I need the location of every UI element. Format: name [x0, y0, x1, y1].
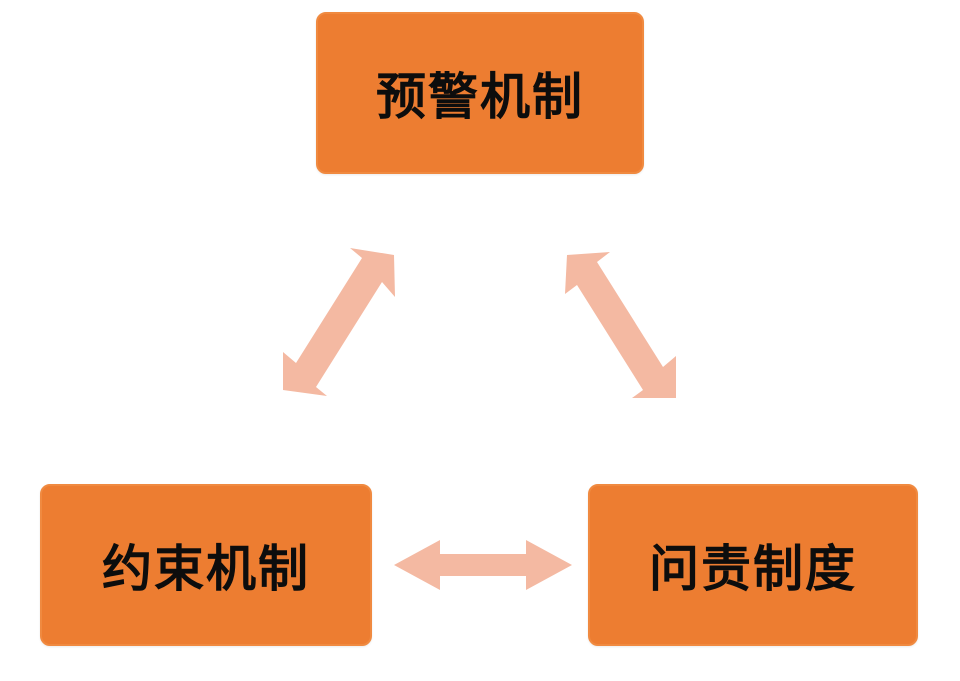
double-arrow-left-diagonal	[283, 248, 395, 396]
node-warning-mechanism: 预警机制	[316, 12, 644, 174]
node-constraint-mechanism-label: 约束机制	[102, 540, 310, 598]
node-accountability-system-label: 问责制度	[649, 540, 857, 598]
double-arrow-horizontal	[394, 540, 572, 590]
double-arrow-right-diagonal	[565, 252, 676, 398]
node-constraint-mechanism: 约束机制	[40, 484, 372, 646]
node-warning-mechanism-label: 预警机制	[376, 68, 584, 126]
node-accountability-system: 问责制度	[588, 484, 918, 646]
